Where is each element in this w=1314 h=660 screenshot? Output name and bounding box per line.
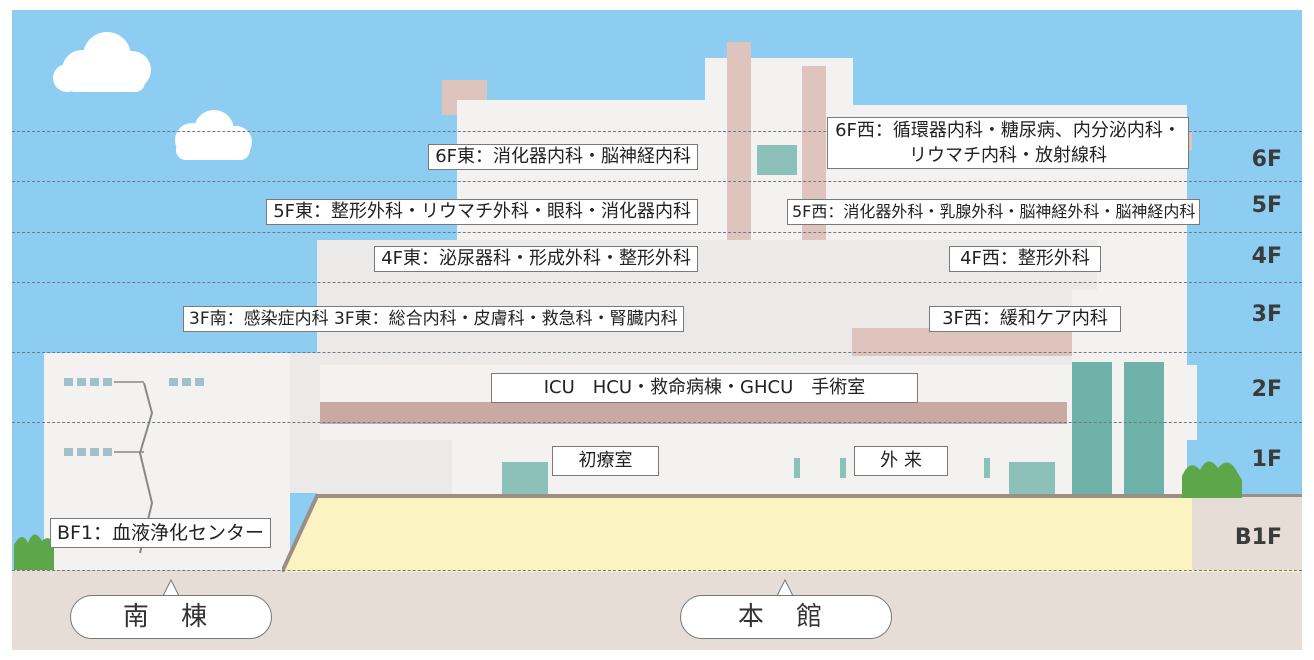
floor-line-3f — [12, 282, 1302, 283]
floor-label-2f: 2F — [1251, 377, 1282, 402]
floor-line-4f — [12, 232, 1302, 233]
dept-label-6f-east: 6F東：消化器内科・脳神経内科 — [428, 144, 698, 170]
dept-label-3f-west: 3F西：緩和ケア内科 — [929, 306, 1121, 332]
floor-label-1f: 1F — [1251, 447, 1282, 472]
floor-line-1f — [12, 422, 1302, 423]
dept-label-6f-west-line2: リウマチ内科・放射線科 — [909, 145, 1107, 166]
entrance-window — [794, 458, 800, 478]
floor-label-5f: 5F — [1251, 193, 1282, 218]
floor-label-6f: 6F — [1251, 147, 1282, 172]
pointer-icon — [776, 578, 794, 596]
entrance-window — [840, 458, 846, 478]
floor-label-3f: 3F — [1251, 302, 1282, 327]
hospital-floor-map: 6F 5F 4F 3F 2F 1F B1F 6F東：消化器内科・脳神経内科 6F… — [12, 10, 1302, 650]
dept-label-1f-outpatient: 外 来 — [854, 446, 948, 476]
cloud-icon — [53, 32, 151, 92]
floor-line-b1f — [12, 570, 1302, 571]
bush-icon — [1182, 461, 1242, 498]
dept-label-3f-east: 3F南：感染症内科 3F東：総合内科・皮膚科・救急科・腎臓内科 — [183, 306, 684, 332]
basement-fill-right — [1192, 497, 1302, 570]
dept-label-2f: ICU HCU・救命病棟・GHCU 手術室 — [491, 373, 918, 403]
dept-label-4f-west: 4F西：整形外科 — [949, 246, 1101, 272]
east-tower-window — [1072, 362, 1112, 497]
dept-label-5f-west: 5F西：消化器外科・乳腺外科・脳神経外科・脳神経内科 — [787, 199, 1201, 225]
building-label-main: 本 館 — [680, 595, 892, 639]
entrance-window — [1009, 462, 1055, 496]
dept-label-b1f: BF1：血液浄化センター — [50, 518, 272, 548]
bush-icon — [14, 534, 54, 570]
dept-label-1f-initial-care: 初療室 — [552, 446, 659, 476]
main-building-2f-band — [317, 402, 1067, 424]
entrance-window — [502, 462, 548, 496]
entrance-window — [984, 458, 990, 478]
building-label-south: 南 棟 — [70, 595, 272, 639]
dept-label-6f-west: 6F西：循環器内科・糖尿病、内分泌内科・ リウマチ内科・放射線科 — [827, 117, 1189, 169]
dept-label-4f-east: 4F東：泌尿器科・形成外科・整形外科 — [374, 246, 698, 272]
pointer-icon — [162, 578, 180, 596]
basement-area — [282, 494, 1302, 572]
floor-line-2f — [12, 352, 1302, 353]
dept-label-6f-west-line1: 6F西：循環器内科・糖尿病、内分泌内科・ — [835, 120, 1181, 141]
window-column — [757, 145, 797, 175]
floor-label-4f: 4F — [1251, 244, 1282, 269]
floor-label-b1f: B1F — [1234, 525, 1282, 550]
east-tower-window — [1124, 362, 1164, 497]
south-building-side — [290, 353, 320, 493]
floor-line-5f — [12, 181, 1302, 182]
cloud-icon — [175, 110, 252, 160]
floor-line-6f — [12, 131, 1302, 132]
dept-label-5f-east: 5F東：整形外科・リウマチ外科・眼科・消化器内科 — [266, 199, 698, 225]
